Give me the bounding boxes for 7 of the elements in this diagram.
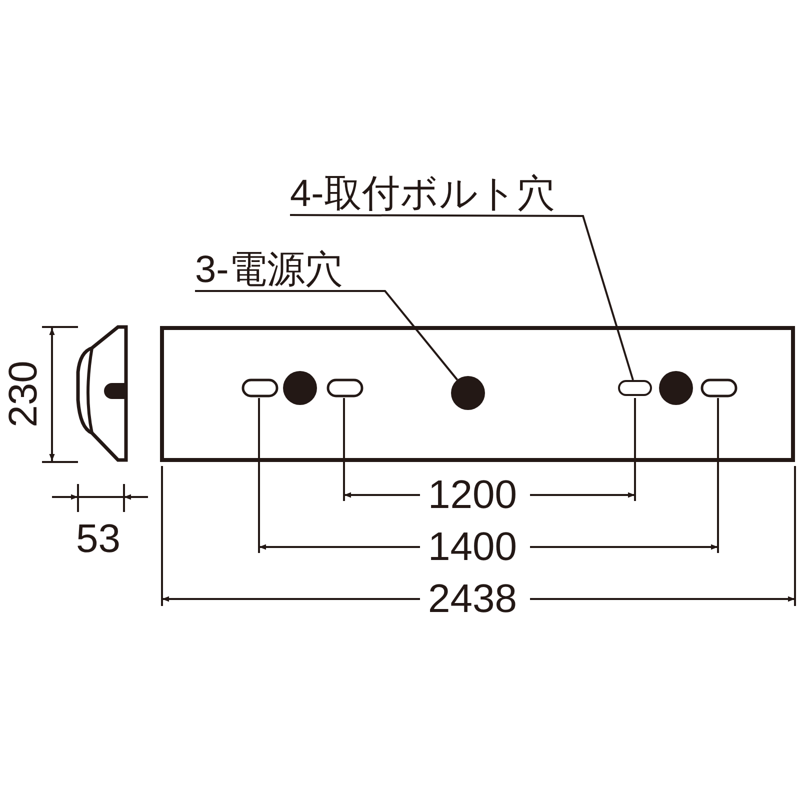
leader-line	[290, 214, 634, 380]
callout-label: 4-取付ボルト穴	[290, 174, 555, 214]
callout-label: 3-電源穴	[195, 250, 343, 290]
power-hole	[451, 376, 485, 410]
bolt-slot	[618, 380, 652, 396]
dimension-value: 230	[2, 360, 44, 430]
leader-line	[195, 290, 458, 380]
